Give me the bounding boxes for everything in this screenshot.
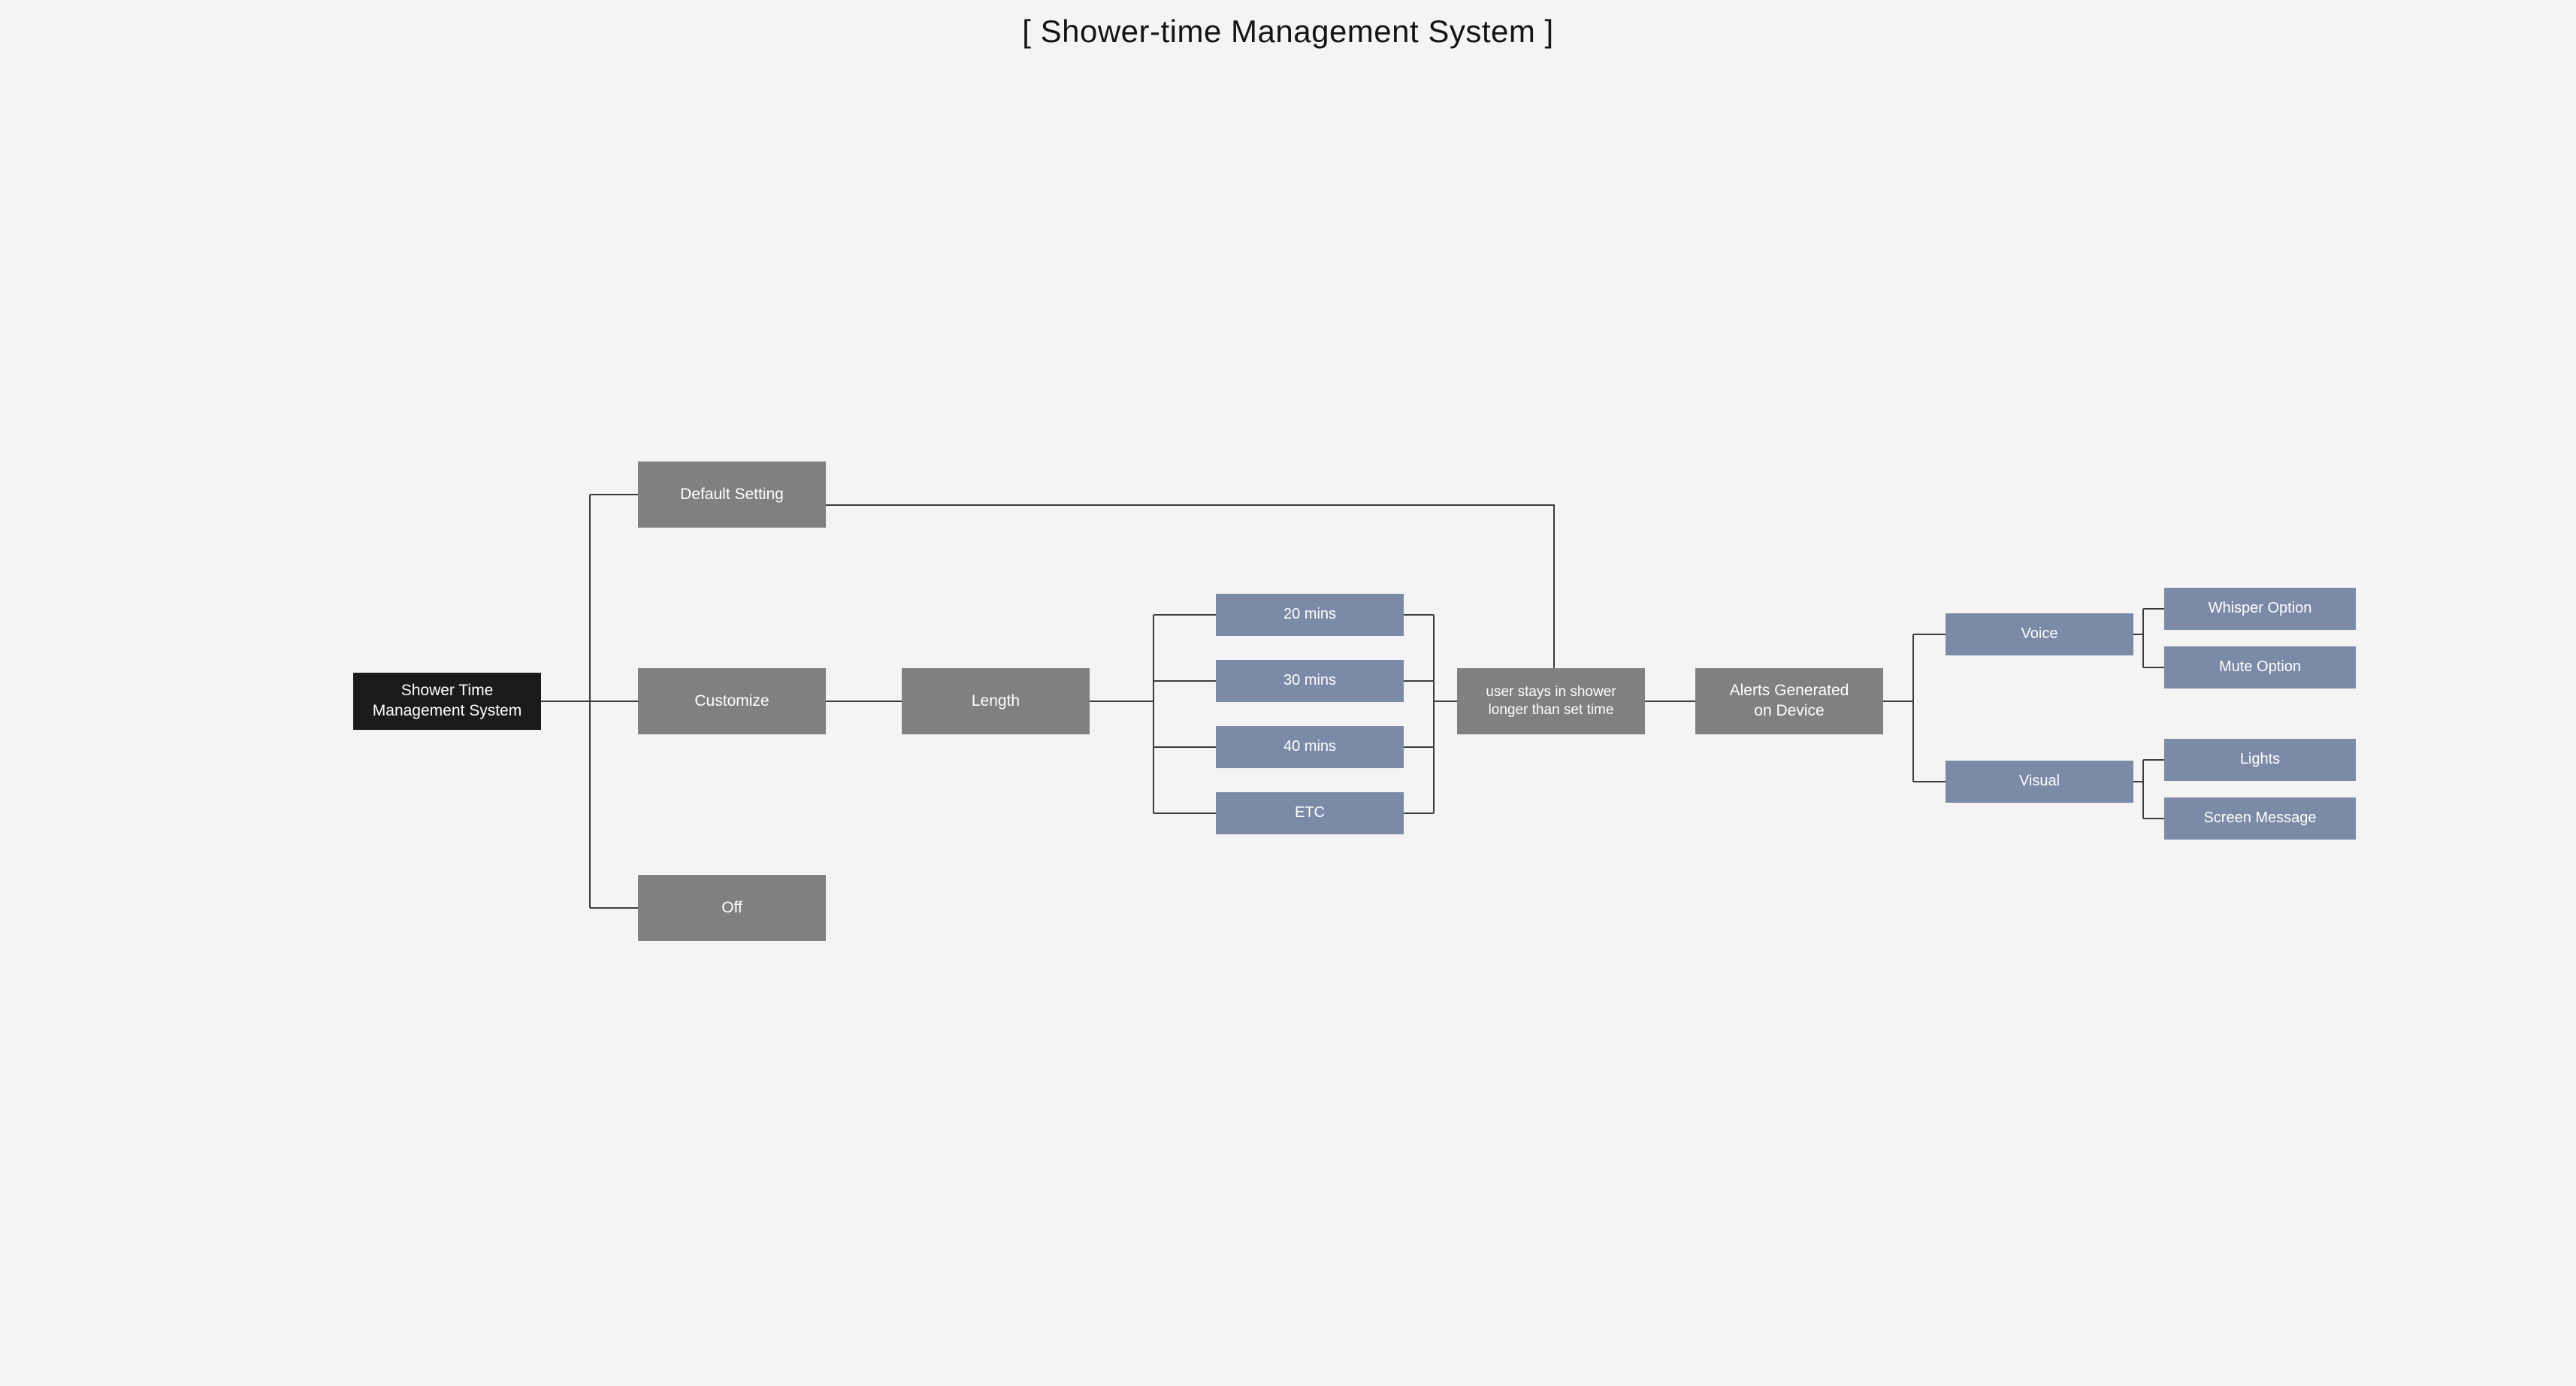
node-mins30[interactable]: 30 mins [1216,660,1404,702]
node-customize[interactable]: Customize [638,668,826,734]
node-off[interactable]: Off [638,875,826,941]
edge-default-overstay [826,504,1556,668]
node-mins40[interactable]: 40 mins [1216,726,1404,768]
node-mute[interactable]: Mute Option [2164,646,2356,688]
node-overstay[interactable]: user stays in shower longer than set tim… [1457,668,1645,734]
node-default[interactable]: Default Setting [638,461,826,528]
node-root[interactable]: Shower Time Management System [353,673,541,730]
node-lights[interactable]: Lights [2164,739,2356,781]
node-alerts[interactable]: Alerts Generated on Device [1695,668,1883,734]
page-title: [ Shower-time Management System ] [1022,14,1554,49]
node-length[interactable]: Length [902,668,1090,734]
node-voice[interactable]: Voice [1946,613,2133,655]
node-visual[interactable]: Visual [1946,761,2133,803]
node-etc[interactable]: ETC [1216,792,1404,834]
node-mins20[interactable]: 20 mins [1216,594,1404,636]
node-whisper[interactable]: Whisper Option [2164,588,2356,630]
node-screenmsg[interactable]: Screen Message [2164,797,2356,840]
